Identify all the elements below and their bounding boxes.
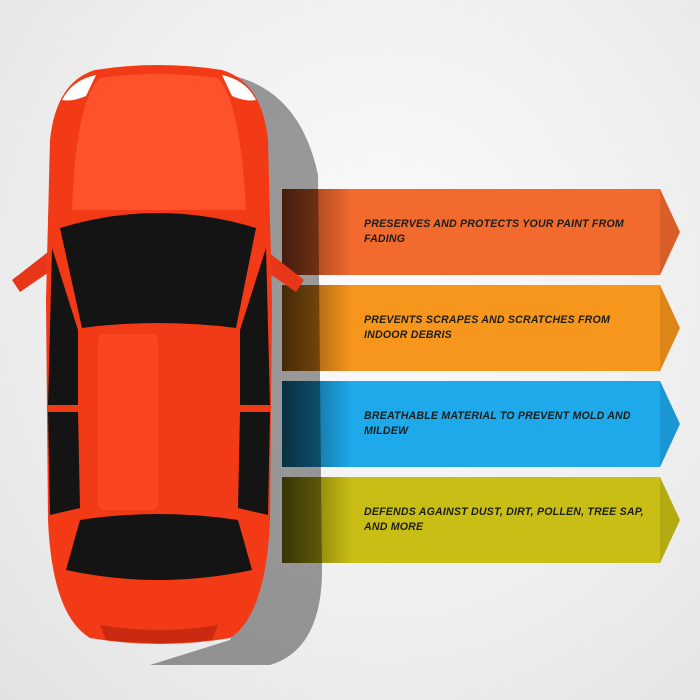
- benefit-text-3: BREATHABLE MATERIAL TO PREVENT MOLD AND …: [364, 410, 631, 437]
- banner-shadow: [282, 189, 352, 275]
- hood-highlight: [72, 74, 246, 210]
- rear-window: [66, 514, 252, 580]
- benefit-text-1: PRESERVES AND PROTECTS YOUR PAINT FROM F…: [364, 218, 624, 245]
- right-rear-window: [238, 412, 270, 515]
- left-headlight: [62, 75, 96, 101]
- benefit-text-4: DEFENDS AGAINST DUST, DIRT, POLLEN, TREE…: [364, 506, 644, 533]
- roof-highlight: [98, 334, 158, 510]
- rear-bumper: [100, 625, 218, 643]
- car-shadow: [150, 75, 322, 665]
- banner-shadow: [282, 381, 352, 467]
- benefit-banner-2: PREVENTS SCRAPES AND SCRATCHES FROM INDO…: [282, 285, 680, 371]
- benefit-banner-1: PRESERVES AND PROTECTS YOUR PAINT FROM F…: [282, 189, 680, 275]
- banner-shadow: [282, 477, 352, 563]
- banner-shadow: [282, 285, 352, 371]
- left-mirror: [12, 252, 52, 292]
- left-front-window: [48, 248, 78, 405]
- left-rear-window: [48, 412, 80, 515]
- right-mirror: [264, 252, 304, 292]
- right-front-window: [240, 248, 270, 405]
- benefit-banner-4: DEFENDS AGAINST DUST, DIRT, POLLEN, TREE…: [282, 477, 680, 563]
- benefit-text-2: PREVENTS SCRAPES AND SCRATCHES FROM INDO…: [364, 314, 610, 341]
- windshield: [60, 213, 256, 328]
- right-headlight: [222, 75, 256, 101]
